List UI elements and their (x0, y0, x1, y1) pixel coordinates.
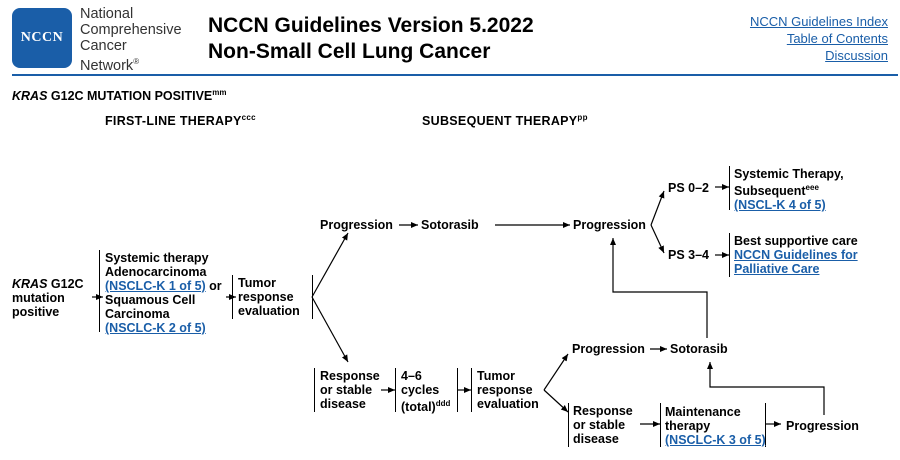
response-2-line2: or stable (573, 418, 626, 432)
cycles-line2: cycles (401, 383, 440, 397)
section-heading-text: G12C MUTATION POSITIVE (47, 89, 213, 104)
bracket-maintenance (660, 403, 661, 447)
discussion-link[interactable]: Discussion (825, 48, 888, 63)
first-line-footnote: ccc (241, 113, 256, 122)
section-gene: KRAS (12, 89, 48, 104)
systemic-line2: Adenocarcinoma (105, 265, 207, 279)
tumor-eval-2-line2: response (477, 383, 533, 397)
page-title: NCCN Guidelines Version 5.2022 Non-Small… (208, 13, 534, 65)
org-line-1: National (80, 6, 134, 22)
palliative-care-link-1[interactable]: NCCN Guidelines for (734, 248, 858, 262)
maintenance-line2: therapy (665, 419, 711, 433)
start-line3: positive (12, 305, 60, 319)
guidelines-index-link[interactable]: NCCN Guidelines Index (749, 14, 888, 29)
cycles-footnote: ddd (435, 399, 451, 408)
node-ps-3-4: PS 3–4 (668, 248, 710, 262)
node-tumor-eval-2: Tumor response evaluation (477, 369, 539, 411)
node-maintenance-therapy: Maintenance therapy (NSCLC-K 3 of 5) (665, 405, 766, 447)
subsequent-heading: SUBSEQUENT THERAPYpp (422, 113, 588, 128)
maintenance-line1: Maintenance (665, 405, 741, 419)
systemic-subsequent-footnote: eee (805, 183, 819, 192)
title-version: NCCN Guidelines Version 5.2022 (208, 14, 534, 37)
nccn-logo: NCCN (12, 8, 72, 68)
systemic-line4: Squamous Cell (105, 293, 196, 307)
bracket-response-1 (314, 368, 315, 412)
nsclc-k3-link[interactable]: (NSCLC-K 3 of 5) (665, 433, 766, 447)
start-line2: mutation (12, 291, 65, 305)
response-2-line3: disease (573, 432, 619, 446)
section-footnote: mm (212, 88, 227, 97)
tumor-eval-2-line1: Tumor (477, 369, 515, 383)
logo-label: NCCN (20, 30, 64, 45)
subsequent-heading-text: SUBSEQUENT THERAPY (422, 114, 578, 129)
tumor-eval-1-line1: Tumor (238, 276, 276, 290)
node-sotorasib-top: Sotorasib (421, 218, 479, 232)
response-1-line2: or stable (320, 383, 373, 397)
top-navigation: NCCN Guidelines Index Table of Contents … (750, 13, 888, 64)
first-line-heading: FIRST-LINE THERAPYccc (105, 113, 256, 128)
best-supportive-line1: Best supportive care (734, 234, 858, 248)
cycles-line1: 4–6 (401, 369, 422, 383)
response-1-line1: Response (320, 369, 380, 383)
node-response-stable-1: Response or stable disease (320, 369, 380, 411)
start-gene: KRAS (12, 277, 48, 291)
bracket-tumor-eval-1 (232, 275, 233, 319)
bracket-tumor-eval-1-right (312, 275, 313, 319)
systemic-subsequent-line2: Subsequent (734, 184, 806, 199)
section-heading: KRAS G12C MUTATION POSITIVEmm (12, 88, 227, 103)
org-line-4: Network® (80, 54, 182, 74)
table-of-contents-link[interactable]: Table of Contents (786, 31, 888, 46)
subsequent-footnote: pp (577, 113, 588, 122)
node-ps-0-2: PS 0–2 (668, 181, 710, 195)
bracket-response-2 (568, 403, 569, 447)
nscl-k4-link[interactable]: (NSCL-K 4 of 5) (734, 198, 826, 213)
org-line-4-text: Network (80, 57, 134, 74)
node-progression-top: Progression (320, 218, 393, 232)
registered-mark: ® (133, 57, 140, 66)
node-sotorasib-low: Sotorasib (670, 342, 728, 356)
node-systemic-therapy: Systemic therapy Adenocarcinoma (NSCLC-K… (105, 251, 222, 335)
bracket-best-supportive (729, 233, 730, 277)
node-cycles: 4–6 cycles (total)ddd (401, 369, 450, 414)
bracket-systemic-subsequent (729, 166, 730, 210)
tumor-eval-1-line2: response (238, 290, 294, 304)
systemic-or: or (205, 279, 222, 293)
organization-name: National Comprehensive Cancer Network® (80, 6, 182, 74)
node-progression-end: Progression (786, 419, 859, 433)
node-systemic-subsequent: Systemic Therapy, Subsequenteee (NSCL-K … (734, 167, 844, 212)
systemic-subsequent-line1: Systemic Therapy, (734, 167, 844, 181)
palliative-care-link-2[interactable]: Palliative Care (734, 262, 820, 276)
node-best-supportive-care: Best supportive care NCCN Guidelines for… (734, 234, 858, 276)
node-kras-positive: KRAS G12C mutation positive (12, 277, 84, 319)
start-line1: G12C (47, 277, 84, 291)
first-line-heading-text: FIRST-LINE THERAPY (105, 114, 242, 129)
cycles-line3: (total) (401, 400, 436, 415)
bracket-cycles-right (457, 368, 458, 412)
node-progression-low: Progression (572, 342, 645, 356)
node-tumor-eval-1: Tumor response evaluation (238, 276, 300, 318)
node-progression-mid: Progression (573, 218, 646, 232)
org-line-2: Comprehensive (80, 22, 182, 38)
response-2-line1: Response (573, 404, 633, 418)
nsclc-k1-link[interactable]: (NSCLC-K 1 of 5) (105, 279, 206, 293)
systemic-line5: Carcinoma (105, 307, 170, 321)
bracket-maintenance-right (765, 403, 766, 447)
bracket-tumor-eval-2 (471, 368, 472, 412)
nsclc-k2-link[interactable]: (NSCLC-K 2 of 5) (105, 321, 206, 335)
bracket-systemic (99, 250, 100, 332)
header-divider (12, 74, 898, 76)
response-1-line3: disease (320, 397, 366, 411)
title-disease: Non-Small Cell Lung Cancer (208, 40, 491, 63)
tumor-eval-2-line3: evaluation (477, 397, 539, 411)
org-line-3: Cancer (80, 38, 127, 54)
node-response-stable-2: Response or stable disease (573, 404, 633, 446)
tumor-eval-1-line3: evaluation (238, 304, 300, 318)
systemic-line1: Systemic therapy (105, 251, 209, 265)
bracket-cycles (395, 368, 396, 412)
